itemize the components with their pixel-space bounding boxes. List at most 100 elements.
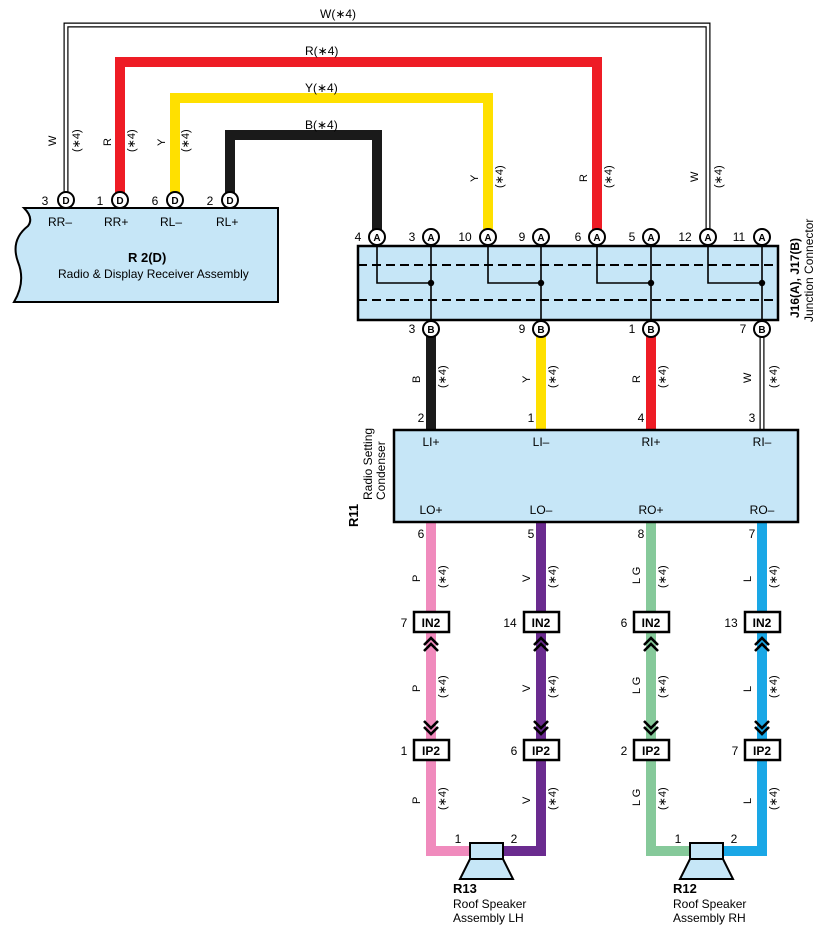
wire-b-top-label: B(∗4)	[305, 118, 338, 132]
svg-text:P: P	[411, 575, 423, 582]
svg-text:V: V	[521, 684, 533, 692]
r2-component-id: R 2(D)	[128, 250, 166, 265]
svg-text:2: 2	[207, 194, 214, 208]
junction-b-pin-3: B 3	[409, 320, 440, 338]
svg-text:10: 10	[458, 230, 472, 244]
svg-text:(∗4): (∗4)	[437, 787, 449, 810]
r2-pin-3: D 3	[42, 191, 75, 209]
svg-text:7: 7	[401, 616, 408, 630]
svg-text:(∗4): (∗4)	[713, 165, 725, 188]
wire-y-top	[170, 93, 493, 232]
svg-text:1: 1	[401, 744, 408, 758]
r2-pin-6: D 6	[152, 191, 184, 209]
svg-text:IP2: IP2	[422, 744, 440, 758]
r11-out-pin-num-7: 7	[749, 527, 756, 541]
r11-in-pin-num-4: 4	[638, 411, 645, 425]
r2-pin-1: D 1	[97, 191, 129, 209]
svg-text:2: 2	[621, 744, 628, 758]
r13-pin-1-num: 1	[455, 832, 462, 846]
junction-component-name: Junction Connector	[802, 219, 816, 322]
svg-text:(∗4): (∗4)	[657, 675, 669, 698]
r13-component-id: R13	[453, 881, 477, 896]
junction-b-pin-1: B 1	[629, 320, 660, 338]
r11-in-pin-num-3: 3	[749, 411, 756, 425]
ip2-connector-3: IP2 2	[621, 738, 671, 762]
ip2-connector-4: IP2 7	[732, 738, 782, 762]
junction-a-pin-9: A 9	[519, 228, 550, 246]
svg-text:W: W	[47, 135, 59, 146]
svg-text:(∗4): (∗4)	[768, 787, 780, 810]
r11-pin-label-ro-plus: RO+	[638, 503, 663, 517]
junction-a-pin-4: A 4	[355, 228, 386, 246]
r11-pin-label-ri-plus: RI+	[641, 435, 660, 449]
ip2-chevron-icons	[423, 720, 770, 736]
mid-wire-labels: B (∗4) Y (∗4) R (∗4) W (∗4)	[411, 365, 780, 388]
r12-name-line2: Assembly RH	[673, 911, 746, 925]
r13-name-line2: Assembly LH	[453, 911, 524, 925]
r12-pin-1-num: 1	[675, 832, 682, 846]
ip2-connector-1: IP2 1	[401, 738, 451, 762]
svg-text:P: P	[411, 797, 423, 804]
svg-text:(∗4): (∗4)	[657, 365, 669, 388]
svg-text:3: 3	[409, 230, 416, 244]
svg-text:(∗4): (∗4)	[768, 365, 780, 388]
svg-text:A: A	[427, 233, 434, 244]
svg-text:13: 13	[724, 616, 738, 630]
r11-in-pin-num-1: 1	[528, 411, 535, 425]
svg-text:A: A	[537, 233, 544, 244]
r11-component-id: R11	[346, 504, 361, 527]
junction-splice-dots	[427, 279, 766, 287]
svg-text:D: D	[171, 196, 178, 207]
junction-b-pin-9: B 9	[519, 320, 550, 338]
r11-pin-label-li-plus: LI+	[422, 435, 439, 449]
svg-text:B: B	[427, 325, 434, 336]
junction-a-pin-12: A 12	[678, 228, 717, 246]
r11-pin-label-li-minus: LI–	[533, 435, 550, 449]
svg-text:5: 5	[629, 230, 636, 244]
svg-text:6: 6	[621, 616, 628, 630]
in2-connector-1: IN2 7	[401, 610, 451, 634]
svg-text:IN2: IN2	[753, 616, 772, 630]
r11-in-pin-num-2: 2	[418, 411, 425, 425]
svg-text:W: W	[742, 372, 754, 383]
svg-text:(∗4): (∗4)	[768, 565, 780, 588]
svg-text:L: L	[742, 798, 754, 804]
svg-text:IN2: IN2	[532, 616, 551, 630]
svg-text:(∗4): (∗4)	[71, 129, 83, 152]
svg-text:9: 9	[519, 230, 526, 244]
in2-connector-2: IN2 14	[503, 610, 561, 634]
svg-text:IP2: IP2	[753, 744, 771, 758]
junction-a-pin-11: A 11	[733, 228, 771, 246]
svg-text:(∗4): (∗4)	[657, 787, 669, 810]
svg-text:L: L	[742, 686, 754, 692]
svg-text:Y: Y	[469, 174, 481, 182]
svg-text:IP2: IP2	[642, 744, 660, 758]
svg-text:(∗4): (∗4)	[547, 675, 559, 698]
junction-a-pin-5: A 5	[629, 228, 660, 246]
in2-chevron-icons	[423, 636, 770, 652]
junction-component-id: J16(A), J17(B)	[788, 238, 802, 318]
svg-text:14: 14	[503, 616, 517, 630]
r2-receiver-box	[12, 207, 279, 303]
svg-text:L G: L G	[631, 567, 643, 584]
svg-text:A: A	[373, 233, 380, 244]
svg-text:IP2: IP2	[532, 744, 550, 758]
r11-pin-label-lo-plus: LO+	[419, 503, 442, 517]
svg-text:(∗4): (∗4)	[547, 565, 559, 588]
r2-wire-labels: W (∗4) R (∗4) Y (∗4)	[47, 129, 192, 152]
wire-r-top	[115, 57, 602, 232]
r13-name-line1: Roof Speaker	[453, 897, 526, 911]
svg-text:3: 3	[42, 194, 49, 208]
svg-text:6: 6	[152, 194, 159, 208]
svg-text:(∗4): (∗4)	[547, 787, 559, 810]
svg-text:7: 7	[732, 744, 739, 758]
svg-text:12: 12	[678, 230, 692, 244]
r11-out-pin-num-6: 6	[418, 527, 425, 541]
in2-connector-4: IN2 13	[724, 610, 782, 634]
svg-text:(∗4): (∗4)	[768, 675, 780, 698]
r11-pin-label-ri-minus: RI–	[753, 435, 772, 449]
junction-top-wire-labels: Y (∗4) R (∗4) W (∗4)	[469, 165, 725, 188]
svg-text:L: L	[742, 576, 754, 582]
svg-text:(∗4): (∗4)	[437, 565, 449, 588]
